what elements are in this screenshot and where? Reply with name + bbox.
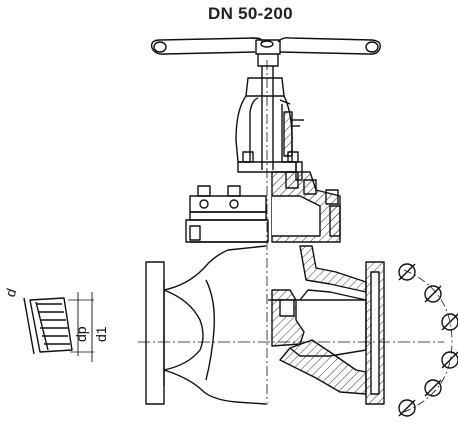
- valve-body-section: [272, 245, 367, 395]
- valve-disc: [268, 289, 305, 347]
- drawing-title: DN 50-200: [208, 4, 293, 23]
- valve-body-exterior: [163, 245, 267, 405]
- left-flange: [145, 261, 165, 405]
- dim-label-dp: dp: [73, 326, 89, 342]
- flange-bolt-circle: [398, 263, 458, 417]
- seat-detail: [23, 292, 94, 362]
- bonnet-flange: [185, 185, 269, 243]
- right-flange: [365, 261, 385, 405]
- bonnet-yoke: [235, 77, 304, 173]
- dim-label-d1: d1: [93, 326, 109, 342]
- dim-label-d: d: [2, 286, 20, 299]
- handwheel: [150, 37, 382, 67]
- bonnet-section: [271, 171, 341, 243]
- valve-stem: [261, 60, 274, 405]
